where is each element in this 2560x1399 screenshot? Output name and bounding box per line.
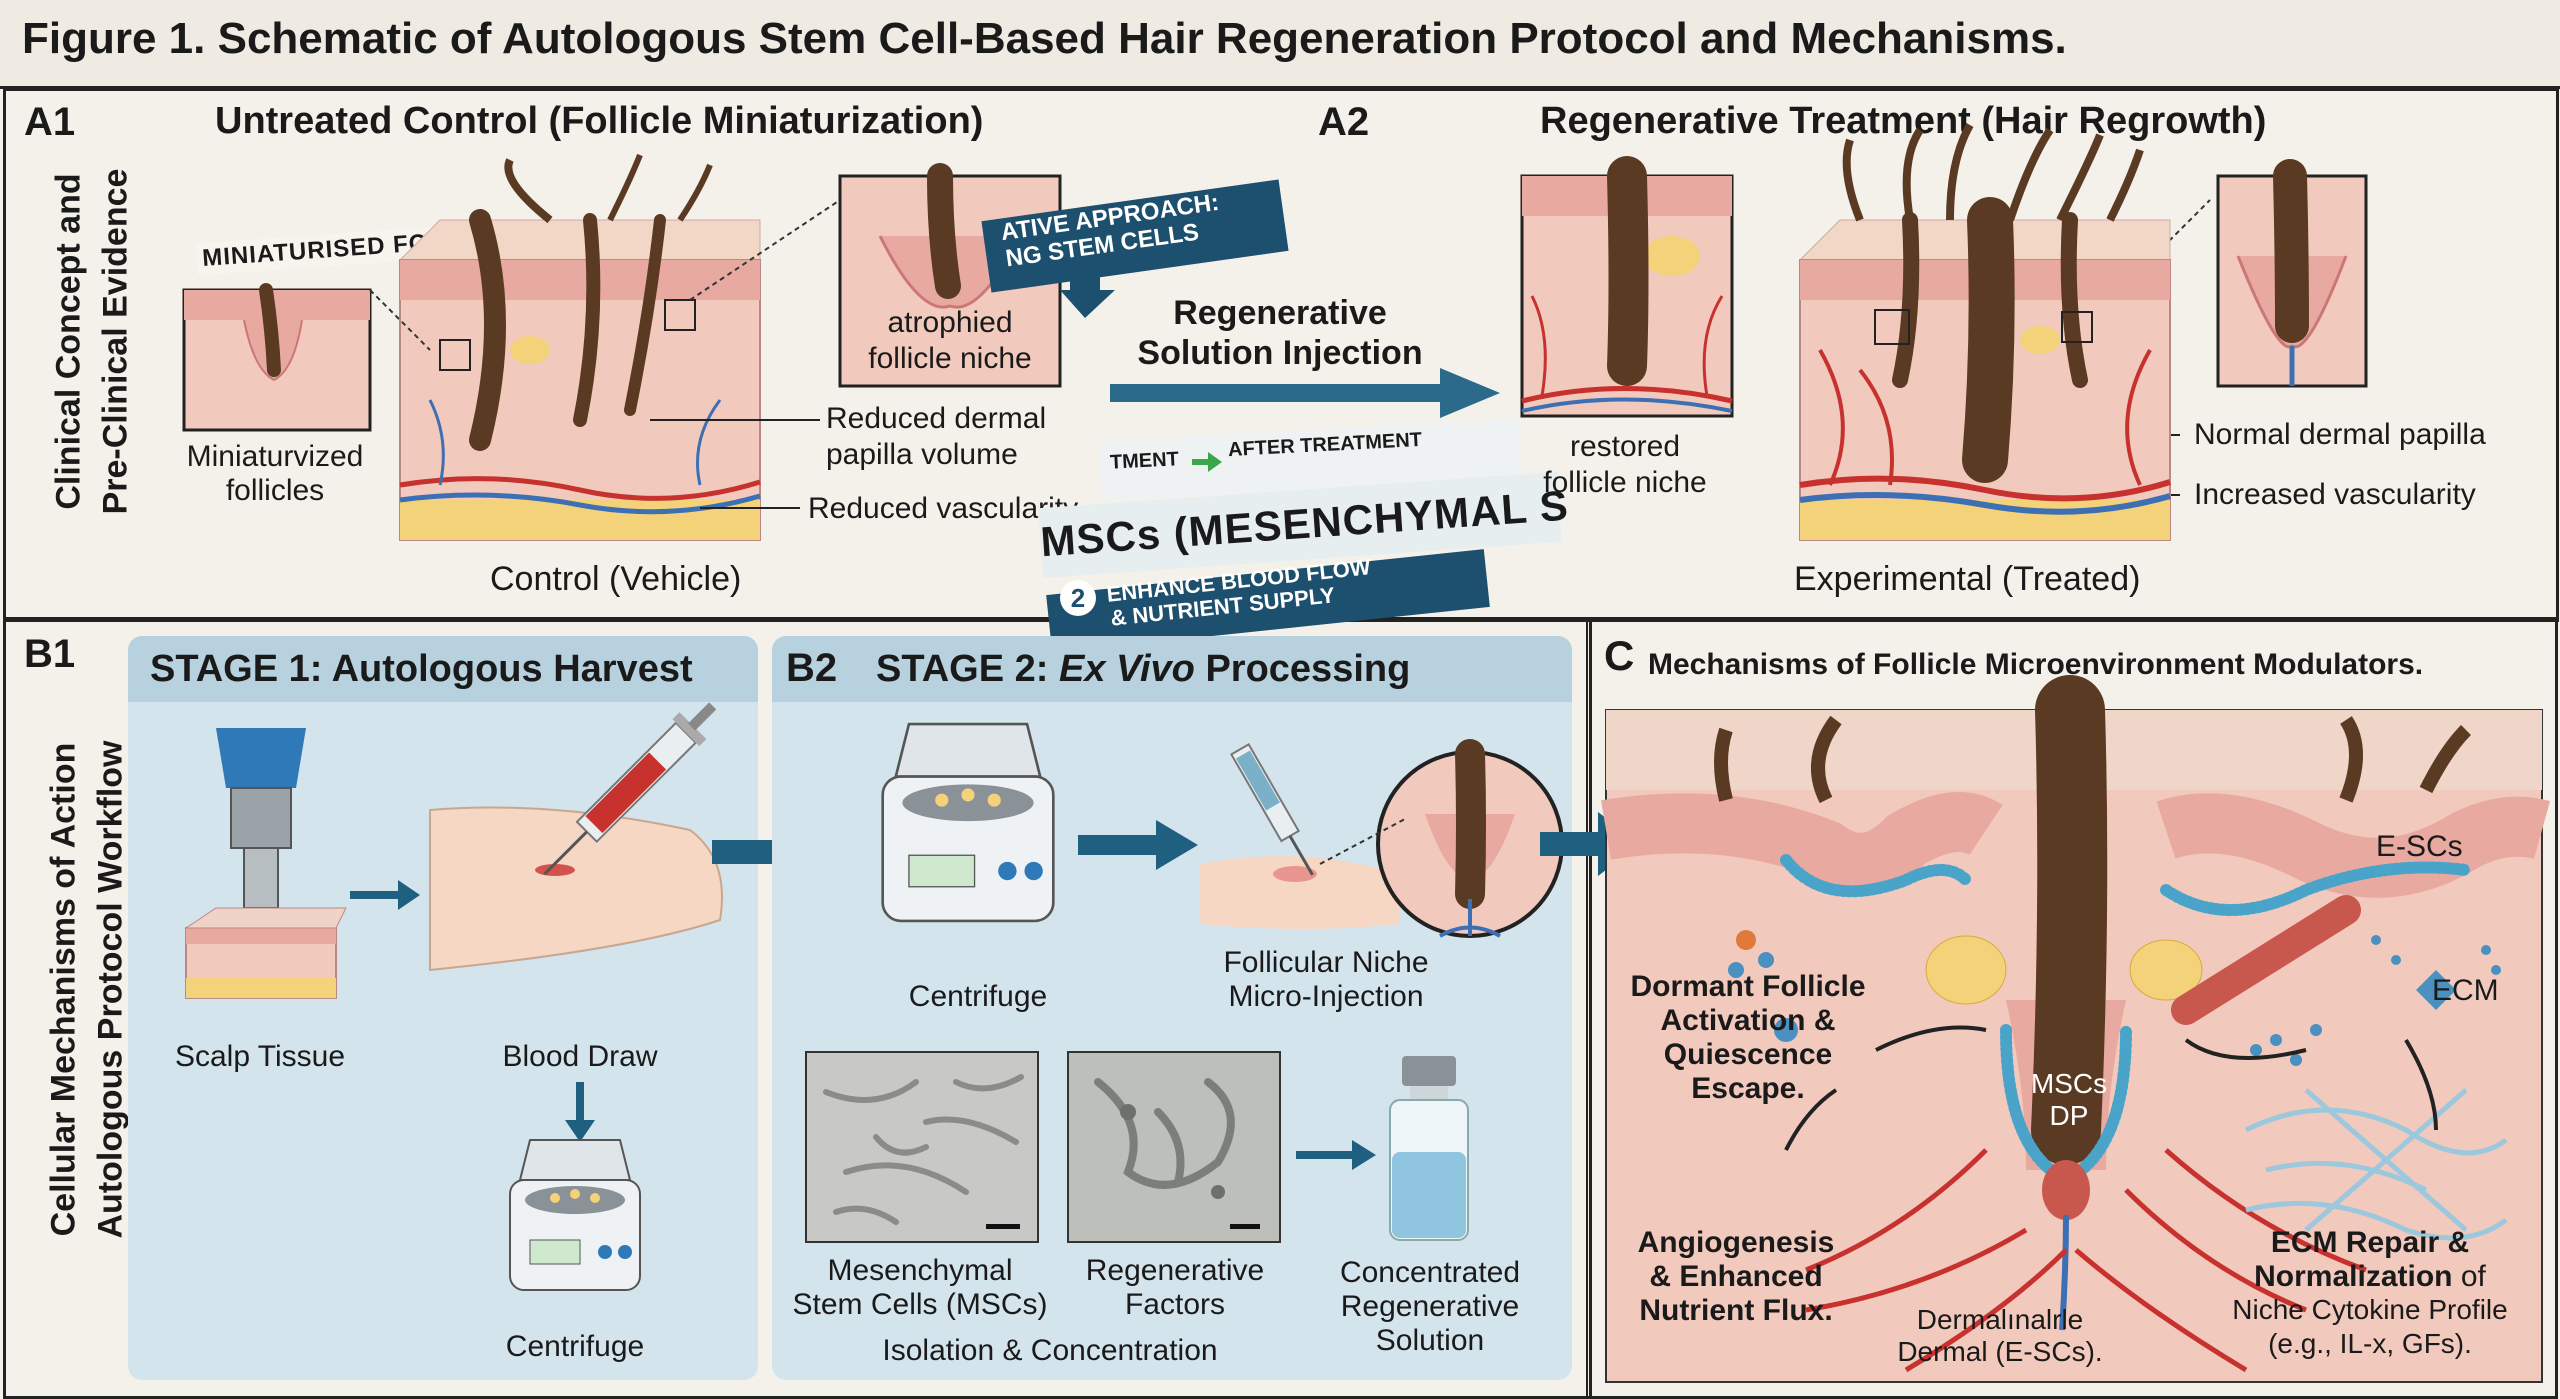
vial-label-3: Solution (1375, 1324, 1485, 1357)
b2-centrifuge-icon (881, 722, 1055, 923)
row-b-side-label-line2: Autologous Protocol Workflow (91, 740, 130, 1239)
b2-title-suffix: Processing (1194, 648, 1411, 690)
figure-title: Figure 1. Schematic of Autologous Stem C… (22, 14, 2067, 63)
c-microenvironment-illustration (1601, 675, 2551, 1383)
c-ecm-repair-1: ECM Repair & (2270, 1226, 2470, 1259)
c-msc-dp-2: DP (2049, 1100, 2089, 1131)
a1-left-inset-label-2: follicles (225, 474, 325, 507)
b2-title-prefix: STAGE 2: (876, 648, 1059, 690)
a1-left-inset (182, 283, 372, 432)
b2-title: STAGE 2: Ex Vivo Processing (876, 648, 1410, 691)
c-tag: C (1604, 632, 1635, 679)
c-msc-dp-1: MSCs (2030, 1068, 2108, 1099)
c-ecm-repair-2: Normalization of (2200, 1260, 2540, 1294)
a2-tag: A2 (1318, 100, 1370, 144)
banner-down-arrow (1060, 270, 1115, 318)
injection-arrow-label-1: Regenerative (1173, 294, 1387, 332)
row-b-side-label-line1: Cellular Mechanisms of Action (44, 742, 83, 1237)
b1-centrifuge-label: Centrifuge (505, 1330, 645, 1363)
a1-title: Untreated Control (Follicle Miniaturizat… (215, 100, 984, 142)
injection-arrow (1110, 368, 1500, 418)
a2-left-inset (1520, 156, 1734, 418)
a2-callout-dp: Normal dermal papilla (2194, 418, 2486, 451)
a1-callout-dp-2: papilla volume (826, 438, 1018, 471)
c-ecm-repair-2b: of (2452, 1260, 2486, 1293)
injection-arrow-label-2: Solution Injection (1137, 334, 1423, 372)
b1-centrifuge-icon (509, 1139, 641, 1291)
a2-right-inset (2216, 159, 2368, 388)
msc-label-2: Stem Cells (MSCs) (792, 1288, 1048, 1321)
a1-tag: A1 (24, 100, 76, 144)
injection-label-1: Follicular Niche (1223, 946, 1429, 979)
micro-injection-icon (1200, 739, 1564, 938)
title-bar (0, 0, 2560, 89)
injection-label-2: Micro-Injection (1228, 980, 1424, 1013)
b1-tag: B1 (24, 632, 76, 676)
a1-caption: Control (Vehicle) (490, 560, 742, 598)
c-ecm-label: ECM (2432, 974, 2499, 1007)
a1-right-inset-label-2: follicle niche (868, 342, 1032, 375)
c-ecm-repair-4: (e.g., IL-x, GFs). (2268, 1328, 2472, 1359)
blood-draw-label: Blood Draw (502, 1040, 658, 1073)
c-angio-1: Angiogenesis (1637, 1226, 1835, 1259)
isolation-label: Isolation & Concentration (882, 1334, 1218, 1367)
vial-label-1: Concentrated (1339, 1256, 1521, 1289)
c-angio-2: & Enhanced (1649, 1260, 1823, 1293)
vial-label-2: Regenerative (1340, 1290, 1520, 1323)
a1-callout-vasc: Reduced vascularity (808, 492, 1079, 525)
factors-micrograph (1067, 1051, 1281, 1243)
factors-label-2: Factors (1124, 1288, 1226, 1321)
b2-title-italic: Ex Vivo (1059, 648, 1195, 690)
row-b-side-label: Cellular Mechanisms of Action Autologous… (14, 630, 130, 1370)
c-ecm-repair-2a: Normalization (2254, 1260, 2453, 1293)
a2-left-inset-label-2: follicle niche (1543, 466, 1707, 499)
a1-left-inset-label-1: Miniaturvized (186, 440, 364, 473)
c-title: Mechanisms of Follicle Microenvironment … (1648, 648, 2424, 681)
c-angio-3: Nutrient Flux. (1639, 1294, 1833, 1327)
c-dermal-2: Dermal (E-SCs). (1897, 1336, 2103, 1367)
a2-title: Regenerative Treatment (Hair Regrowth) (1540, 100, 2267, 142)
a2-callout-vasc: Increased vascularity (2194, 478, 2476, 511)
c-dermal-1: Dermalınalrle (1916, 1304, 2084, 1335)
b1-title: STAGE 1: Autologous Harvest (150, 648, 693, 690)
scalp-tissue-label: Scalp Tissue (174, 1040, 346, 1073)
c-ecm-repair-3: Niche Cytokine Profile (2232, 1294, 2508, 1325)
blood-draw-icon (429, 702, 723, 972)
factors-label-1: Regenerative (1085, 1254, 1265, 1287)
a2-left-inset-label-1: restored (1569, 430, 1681, 463)
blood-flow-badge-number: 2 (1060, 580, 1096, 616)
before-after-arrow (1192, 452, 1222, 472)
msc-label-1: Mesenchymal (827, 1254, 1013, 1287)
a2-caption: Experimental (Treated) (1794, 560, 2141, 598)
vial-icon (1389, 1056, 1469, 1241)
b2-arrow-to-vial (1296, 1140, 1376, 1170)
c-esc-label: E-SCs (2376, 830, 2463, 863)
c-dormant-1: Dormant Follicle (1630, 970, 1866, 1003)
scalp-punch-icon (184, 728, 347, 999)
b1-arrow-scalp-to-arm (350, 880, 420, 910)
b1-arrow-down (565, 1082, 595, 1142)
c-dormant-2: Activation & (1660, 1004, 1836, 1037)
msc-micrograph (805, 1051, 1039, 1243)
b2-centrifuge-label: Centrifuge (908, 980, 1048, 1013)
c-dormant-4: Escape. (1691, 1072, 1805, 1105)
b2-arrow-centrifuge-to-injection (1078, 820, 1198, 870)
b2-tag: B2 (786, 646, 838, 690)
a1-callout-dp-1: Reduced dermal (826, 402, 1047, 435)
b2-title-bar (772, 636, 1572, 702)
a1-skin-block (398, 153, 761, 541)
b1-title-bar (128, 636, 758, 702)
before-after-left: TMENT (1109, 448, 1180, 474)
c-dormant-3: Quiescence (1663, 1038, 1833, 1071)
a1-right-inset-label-1: atrophied (887, 306, 1013, 339)
a2-skin-block (1798, 123, 2171, 541)
